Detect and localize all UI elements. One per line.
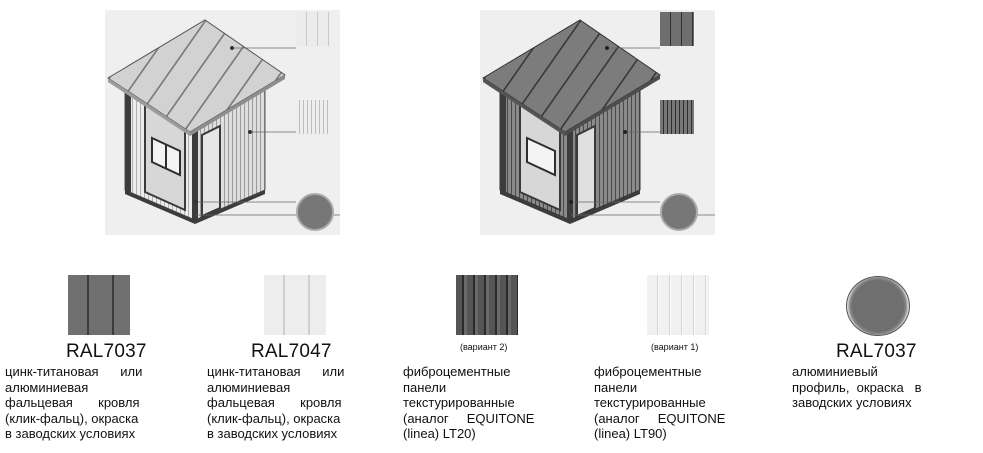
roof-swatch-light [296,12,330,46]
material-code: RAL7037 [66,341,147,362]
profile-swatch-round-2 [660,193,698,231]
material-description: алюминиевый профиль, окраска в заводских… [792,364,922,410]
material-swatch-ral7037-roof [68,275,130,335]
material-swatch-ral7037-profile [846,276,910,336]
material-code: RAL7047 [251,341,332,362]
variant-label: (вариант 1) [651,342,699,352]
material-code: RAL7037 [836,341,917,362]
wall-swatch-dark [660,100,694,134]
material-description: цинк-титановая или алюминиевая фальцевая… [5,364,143,441]
kiosk-illustration-light: Kiosk [105,10,340,235]
material-swatch-lt20 [456,275,518,335]
material-description: фиброцементные панели текстурированные (… [403,364,535,441]
roof-swatch-dark [660,12,694,46]
wall-swatch-light [296,100,330,134]
material-swatch-ral7047-roof [264,275,326,335]
profile-swatch-round-1 [296,193,334,231]
material-swatch-lt90 [647,275,709,335]
material-description: фиброцементные панели текстурированные (… [594,364,726,441]
material-description: цинк-титановая или алюминиевая фальцевая… [207,364,345,441]
variant-label: (вариант 2) [460,342,508,352]
